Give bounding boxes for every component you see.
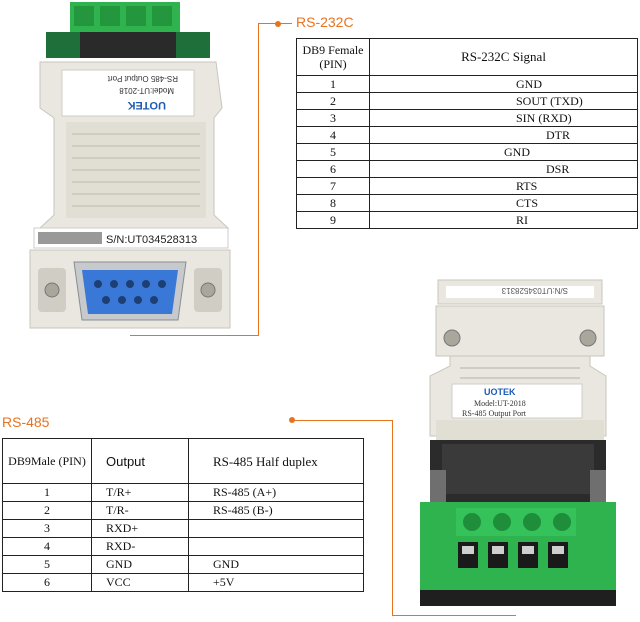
pin-cell: 5	[2, 555, 92, 574]
svg-text:S/N:UT034528313: S/N:UT034528313	[106, 234, 197, 246]
table-header-row: DB9Male (PIN) Output RS-485 Half duplex	[2, 438, 364, 484]
leader-line-rs232-link	[258, 23, 276, 24]
table-header-row: DB9 Female (PIN) RS-232C Signal	[296, 38, 638, 76]
serial-sticker: S/N:UT034528313	[33, 227, 229, 249]
signal-cell: CTS	[369, 194, 638, 212]
leader-dot-rs232	[275, 21, 281, 27]
pin-cell: 7	[296, 177, 370, 195]
serial-sticker: S/N:UT034528313	[437, 279, 603, 305]
output-cell: GND	[91, 555, 189, 574]
port-text: RS-485 Output Port	[107, 74, 178, 83]
output-cell: RXD-	[91, 537, 189, 556]
leader-line-rs485-foot	[392, 615, 516, 616]
signal-cell: SIN (RXD)	[369, 109, 638, 127]
signal-cell: SOUT (TXD)	[369, 92, 638, 110]
leader-dot-rs485	[289, 417, 295, 423]
terminal-block	[420, 502, 616, 606]
converter-photo-bottom: S/N:UT034528313 UOTEK Model:UT-2018 RS-4…	[420, 279, 616, 606]
output-cell: T/R+	[91, 483, 189, 502]
output-cell: RXD+	[91, 519, 189, 538]
header-pin: DB9Male (PIN)	[2, 438, 92, 484]
pin-cell: 4	[2, 537, 92, 556]
db9-female-connector	[29, 249, 231, 329]
leader-line-rs485	[294, 420, 392, 421]
signal-cell: GND	[369, 143, 638, 161]
header-signal: RS-232C Signal	[369, 38, 638, 76]
port-text: RS-485 Output Port	[462, 409, 527, 418]
rs485-pinout-table: DB9Male (PIN) Output RS-485 Half duplex …	[2, 438, 364, 592]
leader-line-rs232-vertical	[258, 23, 259, 335]
pin-cell: 3	[2, 519, 92, 538]
mode-cell	[188, 537, 364, 556]
rs485-label: RS-485	[2, 414, 50, 430]
db9-male-connector	[430, 440, 606, 510]
converter-body	[38, 61, 230, 229]
pin-cell: 2	[2, 501, 92, 520]
pin-cell: 1	[2, 483, 92, 502]
model-text: Model:UT-2018	[119, 86, 174, 95]
pin-cell: 5	[296, 143, 370, 161]
brand-logo: UOTEK	[484, 387, 516, 397]
pin-cell: 1	[296, 75, 370, 93]
pin-cell: 8	[296, 194, 370, 212]
converter-body: UOTEK Model:UT-2018 RS-485 Output Port	[429, 355, 607, 440]
model-text: Model:UT-2018	[474, 399, 526, 408]
brand-logo: UOTEK	[127, 99, 166, 111]
svg-text:S/N:UT034528313: S/N:UT034528313	[501, 286, 568, 295]
pin-cell: 2	[296, 92, 370, 110]
mode-cell: RS-485 (A+)	[188, 483, 364, 502]
signal-cell: RTS	[369, 177, 638, 195]
pin-cell: 9	[296, 211, 370, 229]
output-cell: VCC	[91, 573, 189, 592]
leader-line-rs232-foot	[130, 335, 259, 336]
pin-cell: 6	[296, 160, 370, 178]
leader-line-rs485-vertical	[392, 420, 393, 616]
converter-photo-top: UOTEK Model:UT-2018 RS-485 Output Port S…	[29, 2, 231, 329]
header-output: Output	[91, 438, 189, 484]
pin-cell: 4	[296, 126, 370, 144]
header-mode: RS-485 Half duplex	[188, 438, 364, 484]
signal-cell: GND	[369, 75, 638, 93]
signal-cell: RI	[369, 211, 638, 229]
pin-cell: 6	[2, 573, 92, 592]
mode-cell: RS-485 (B-)	[188, 501, 364, 520]
signal-cell: DTR	[369, 126, 638, 144]
terminal-block	[46, 2, 210, 58]
header-pin: DB9 Female (PIN)	[296, 38, 370, 76]
output-cell: T/R-	[91, 501, 189, 520]
mode-cell: GND	[188, 555, 364, 574]
mode-cell	[188, 519, 364, 538]
leader-line-rs232	[280, 23, 292, 24]
mode-cell: +5V	[188, 573, 364, 592]
rs232-label: RS-232C	[296, 14, 354, 30]
pin-cell: 3	[296, 109, 370, 127]
signal-cell: DSR	[369, 160, 638, 178]
